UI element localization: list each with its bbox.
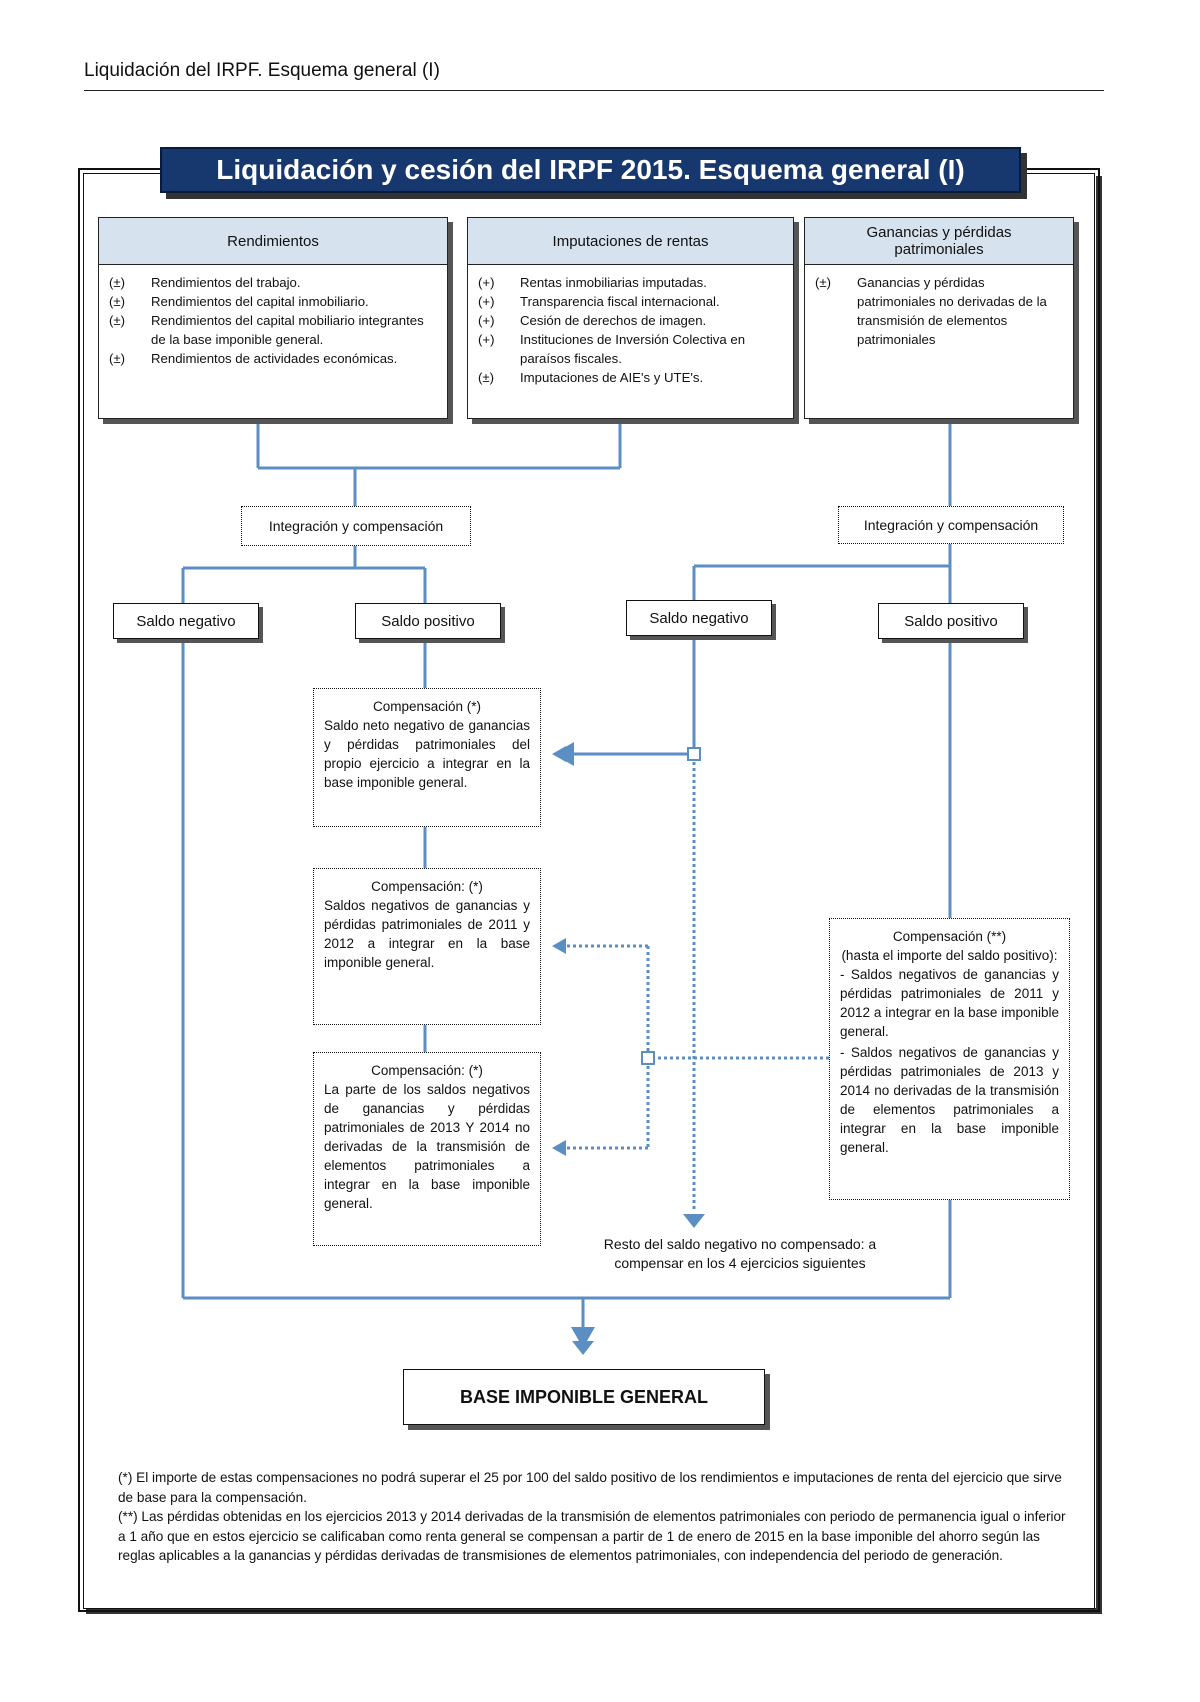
arrowhead [572, 1341, 594, 1355]
source-box-ganancias: Ganancias y pérdidas patrimoniales (±) Ga… [804, 217, 1074, 419]
arrowhead [552, 938, 566, 954]
saldo-negativo-left: Saldo negativo [113, 603, 259, 639]
compensacion-box-4: Compensación (**) (hasta el importe del … [829, 918, 1070, 1200]
compensacion-subtitle: (hasta el importe del saldo positivo): [841, 948, 1058, 963]
sign-label: (±) [478, 370, 495, 385]
source-list: (+) Rentas inmobiliarias imputadas. (+) Tra… [468, 265, 793, 395]
base-imponible-general: BASE IMPONIBLE GENERAL [403, 1369, 765, 1425]
item-text: Ganancias y pérdidas patrimoniales no de… [857, 275, 1047, 347]
sign-label: (±) [109, 313, 126, 328]
source-item: (±) Imputaciones de AIE's y UTE's. [478, 368, 783, 387]
page-header: Liquidación del IRPF. Esquema general (I… [84, 60, 440, 81]
source-item: (±) Rendimientos del capital mobiliario i… [109, 311, 437, 349]
saldo-positivo-left: Saldo positivo [355, 603, 501, 639]
compensacion-title: Compensación (**) [892, 929, 1007, 944]
item-text: Rendimientos del capital mobiliario inte… [151, 313, 424, 347]
header-rule [84, 90, 1104, 91]
compensacion-title: Compensación: (*) [371, 879, 483, 894]
footnote-2: (**) Las pérdidas obtenidas en los ejerc… [118, 1509, 1066, 1563]
footnote-1: (*) El importe de estas compensaciones n… [118, 1470, 1062, 1505]
arrowhead [552, 1140, 566, 1156]
source-title: Rendimientos [99, 218, 447, 265]
item-text: Rentas inmobiliarias imputadas. [520, 275, 707, 290]
source-item: (+) Instituciones de Inversión Colectiva … [478, 330, 783, 368]
sign-label: (+) [478, 275, 495, 290]
item-text: Cesión de derechos de imagen. [520, 313, 707, 328]
sign-label: (±) [815, 275, 832, 290]
compensacion-item: - Saldos negativos de ganancias y pérdid… [840, 967, 1059, 1039]
source-item: (±) Rendimientos de actividades económica… [109, 349, 437, 368]
junction-node [687, 747, 701, 761]
integracion-box-left: Integración y compensación [241, 506, 471, 546]
item-text: Transparencia fiscal internacional. [520, 294, 720, 309]
main-title: Liquidación y cesión del IRPF 2015. Esqu… [160, 147, 1021, 193]
compensacion-text: Saldos negativos de ganancias y pérdidas… [324, 898, 530, 970]
source-box-imputaciones: Imputaciones de rentas (+) Rentas inmobil… [467, 217, 794, 419]
source-item: (±) Rendimientos del capital inmobiliario… [109, 292, 437, 311]
resto-saldo-note: Resto del saldo negativo no compensado: … [603, 1236, 877, 1271]
sign-label: (+) [478, 332, 495, 347]
item-text: Rendimientos del trabajo. [151, 275, 301, 290]
source-item: (+) Transparencia fiscal internacional. [478, 292, 783, 311]
compensacion-title: Compensación (*) [372, 699, 482, 714]
source-list: (±) Rendimientos del trabajo. (±) Rendimien… [99, 265, 447, 376]
sign-label: (±) [109, 275, 126, 290]
item-text: Imputaciones de AIE's y UTE's. [520, 370, 704, 385]
source-item: (±) Ganancias y pérdidas patrimoniales no… [815, 273, 1063, 349]
source-title: Ganancias y pérdidas patrimoniales [805, 218, 1073, 265]
junction-node [641, 1051, 655, 1065]
footnotes: (*) El importe de estas compensaciones n… [118, 1468, 1068, 1566]
compensacion-box-1: Compensación (*) Saldo neto negativo de … [313, 688, 541, 827]
sign-label: (+) [478, 294, 495, 309]
compensacion-item: - Saldos negativos de ganancias y pérdid… [840, 1045, 1059, 1155]
arrowhead [552, 746, 566, 762]
compensacion-title: Compensación: (*) [371, 1063, 483, 1078]
integracion-box-right: Integración y compensación [838, 506, 1064, 544]
source-title: Imputaciones de rentas [468, 218, 793, 265]
compensacion-box-3: Compensación: (*) La parte de los saldos… [313, 1052, 541, 1246]
arrowhead [683, 1214, 705, 1228]
sign-label: (±) [109, 294, 126, 309]
compensacion-box-2: Compensación: (*) Saldos negativos de ga… [313, 868, 541, 1025]
sign-label: (±) [109, 351, 126, 366]
source-list: (±) Ganancias y pérdidas patrimoniales no… [805, 265, 1073, 357]
compensacion-text: Saldo neto negativo de ganancias y pérdi… [324, 718, 530, 790]
item-text: Rendimientos de actividades económicas. [151, 351, 398, 366]
item-text: Rendimientos del capital inmobiliario. [151, 294, 369, 309]
saldo-negativo-right: Saldo negativo [626, 600, 772, 636]
sign-label: (+) [478, 313, 495, 328]
source-box-rendimientos: Rendimientos (±) Rendimientos del trabajo… [98, 217, 448, 419]
compensacion-text: La parte de los saldos negativos de gana… [324, 1082, 530, 1211]
source-item: (+) Rentas inmobiliarias imputadas. [478, 273, 783, 292]
saldo-positivo-right: Saldo positivo [878, 603, 1024, 639]
source-item: (+) Cesión de derechos de imagen. [478, 311, 783, 330]
item-text: Instituciones de Inversión Colectiva en … [520, 332, 746, 366]
source-item: (±) Rendimientos del trabajo. [109, 273, 437, 292]
